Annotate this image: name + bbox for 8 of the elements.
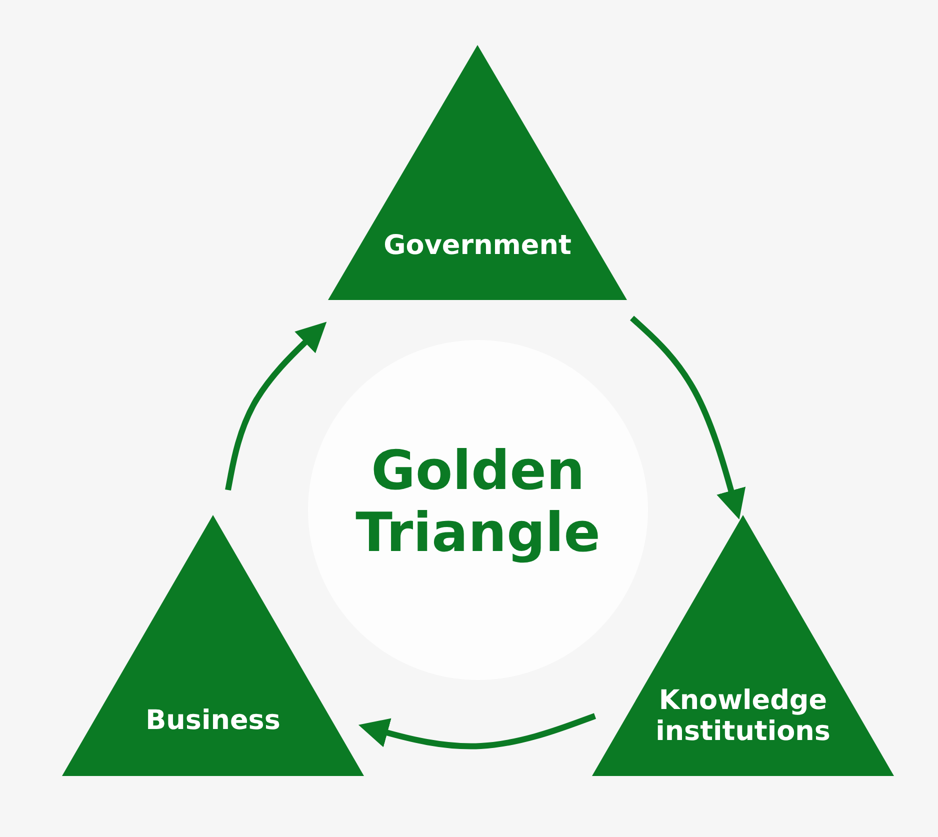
center-title: Golden Triangle [354,440,602,564]
curved-arrow [358,713,596,750]
node-label: Business [144,705,282,736]
curved-arrow [225,322,327,491]
node-label: Government [382,230,572,262]
triangle-shape [328,45,627,300]
curved-arrow [630,316,746,520]
node-label: Knowledge institutions [654,685,832,748]
